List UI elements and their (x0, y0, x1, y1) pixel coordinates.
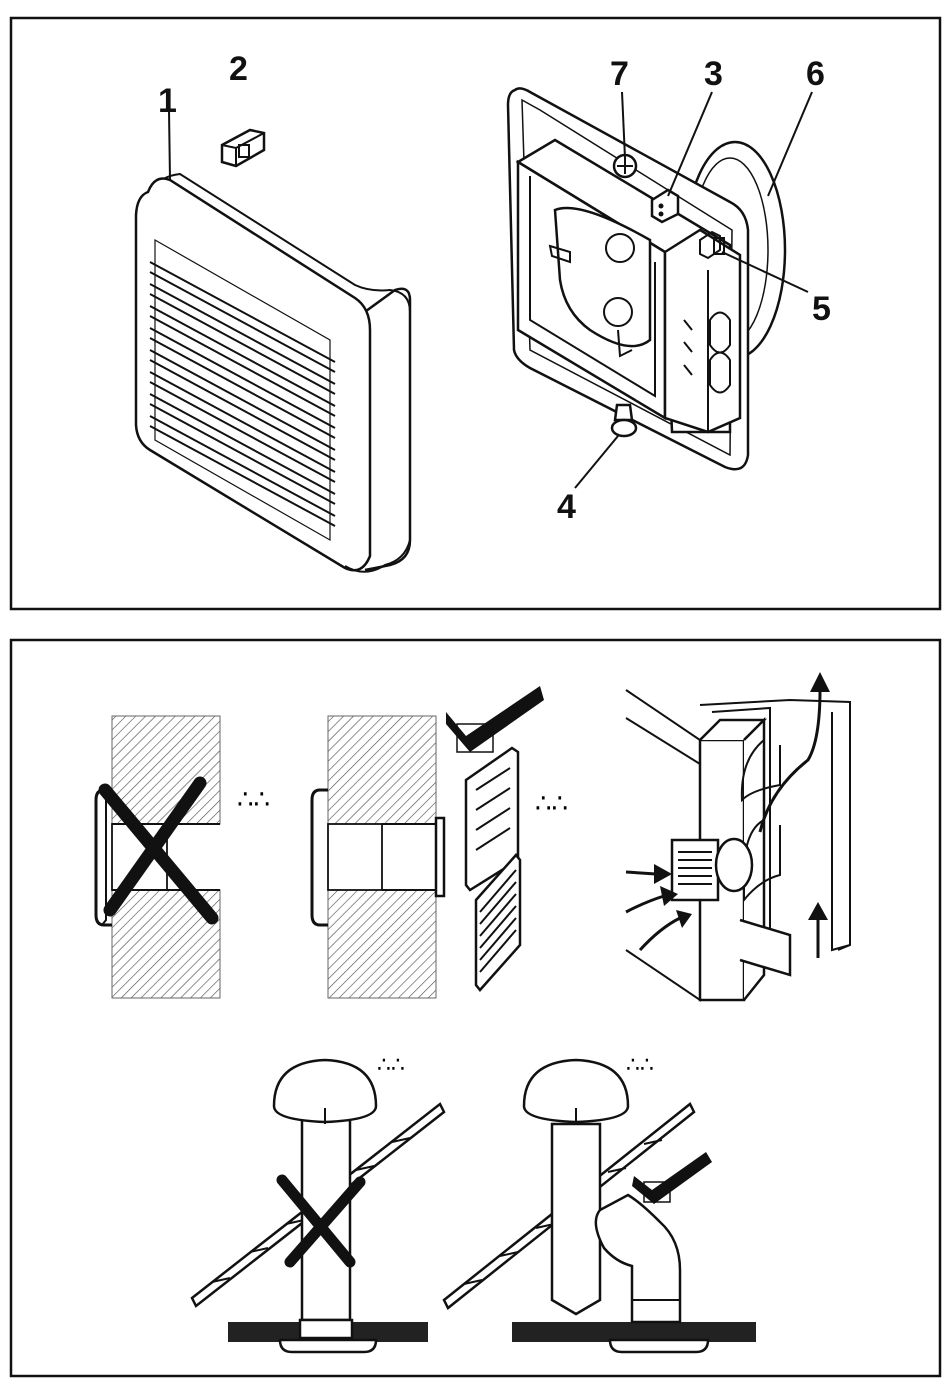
wall-install-correct: ∴∴ (312, 686, 568, 998)
switch-cover (222, 130, 264, 166)
rain-icon-3: ∴∴ (377, 1053, 405, 1078)
label-part-4: 4 (557, 488, 576, 526)
rain-icon-1: ∴∴ (237, 785, 270, 815)
label-part-7: 7 (610, 55, 629, 93)
front-grille (136, 174, 410, 572)
rain-icon-2: ∴∴ (535, 789, 568, 819)
rain-icon-4: ∴∴ (626, 1053, 654, 1078)
label-part-5: 5 (812, 290, 831, 328)
checkmark-wall (446, 686, 544, 752)
roof-install-correct: ∴∴ (444, 1053, 756, 1352)
label-part-2: 2 (229, 50, 248, 88)
fan-housing (508, 88, 785, 469)
exploded-view-panel: 1 2 (11, 18, 940, 609)
installation-panel: ∴∴ ∴∴ (11, 640, 940, 1376)
label-part-6: 6 (806, 55, 825, 93)
label-part-1: 1 (158, 82, 177, 120)
wall-duct-airflow (626, 672, 850, 1000)
wall-install-incorrect: ∴∴ (96, 716, 270, 998)
label-part-3: 3 (704, 55, 723, 93)
roof-install-incorrect: ∴∴ (192, 1053, 444, 1352)
